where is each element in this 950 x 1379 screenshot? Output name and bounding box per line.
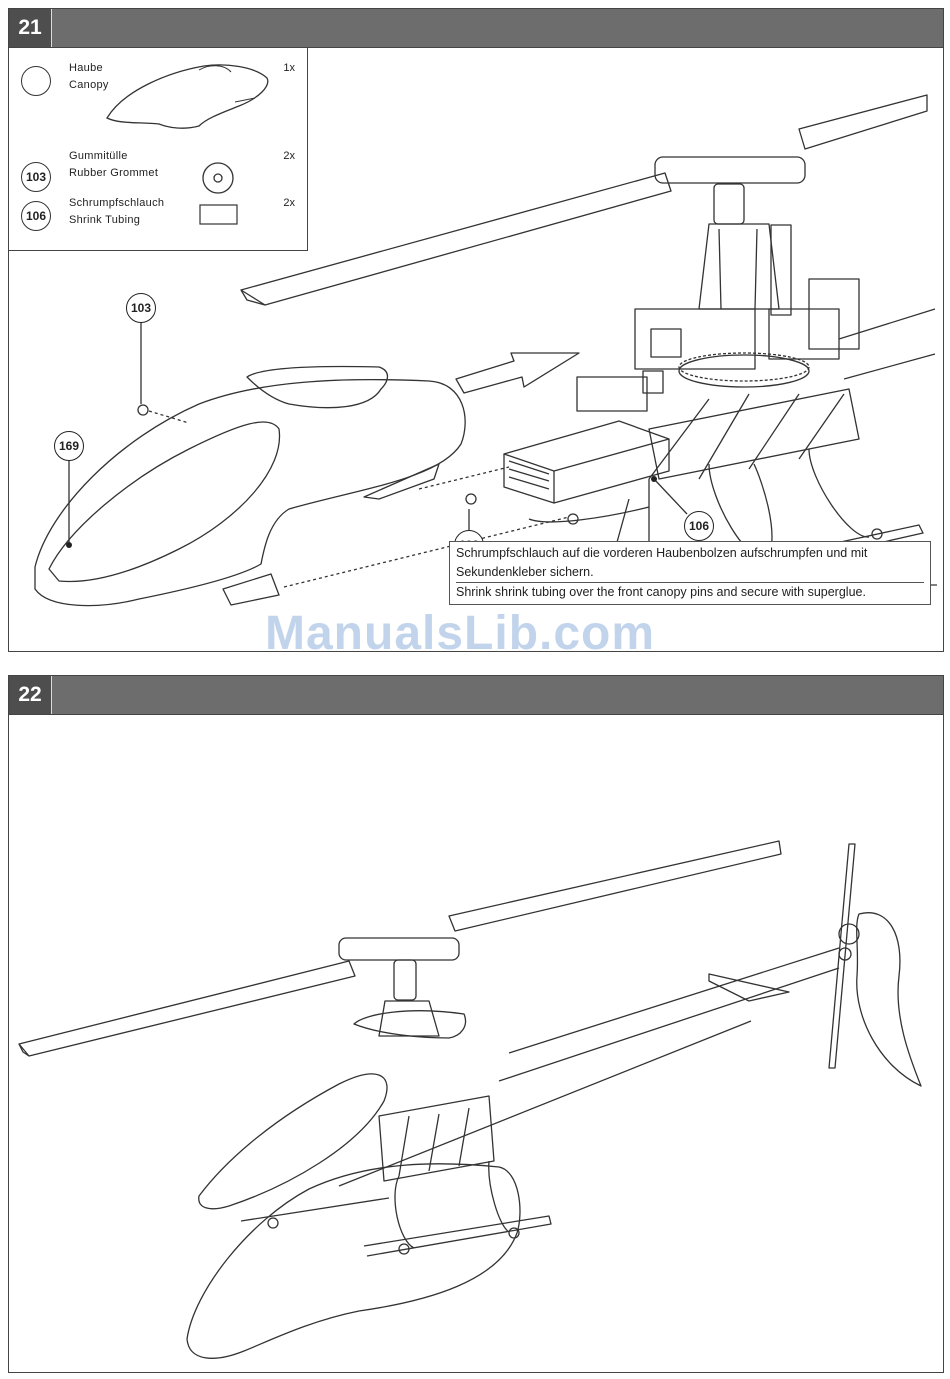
callout-grommet-top: 103 — [126, 293, 156, 323]
helicopter-complete-illustration — [9, 676, 943, 1372]
step-22-panel: 22 — [8, 675, 944, 1373]
note-german: Schrumpfschlauch auf die vorderen Hauben… — [456, 544, 924, 583]
callout-shrink-tube: 106 — [684, 511, 714, 541]
note-english: Shrink shrink tubing over the front cano… — [456, 583, 924, 602]
assembly-note: Schrumpfschlauch auf die vorderen Hauben… — [449, 541, 931, 605]
step-21-panel: 21 Haube Canopy 1x 103 Gummitülle Rubber… — [8, 8, 944, 652]
callout-canopy: 169 — [54, 431, 84, 461]
watermark: ManualsLib.com — [265, 606, 655, 661]
